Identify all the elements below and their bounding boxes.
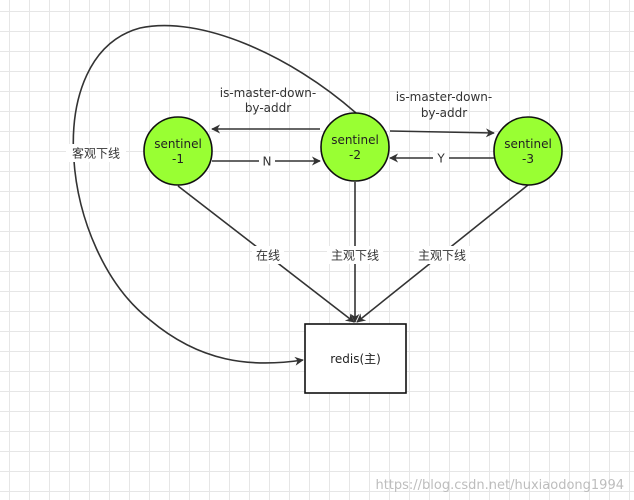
svg-text:在线: 在线: [256, 249, 280, 263]
svg-text:Y: Y: [436, 152, 445, 166]
svg-text:redis(主): redis(主): [330, 352, 381, 366]
svg-text:sentinel: sentinel: [504, 137, 552, 151]
edge-label-objective-down: 客观下线: [66, 144, 126, 162]
node-sentinel-2: sentinel -2: [320, 112, 390, 182]
edge-label-n: N: [259, 153, 275, 169]
svg-text:N: N: [263, 155, 272, 169]
edge-label-s2-s3-line1: is-master-down-: [396, 90, 493, 104]
svg-text:-2: -2: [349, 148, 361, 162]
edge-label-y: Y: [433, 150, 449, 166]
svg-text:-3: -3: [522, 152, 534, 166]
node-redis-master: redis(主): [304, 323, 407, 394]
edge-s2-to-s3: [389, 128, 495, 138]
edge-label-s2-s1-line2: by-addr: [245, 101, 291, 115]
edge-label-s2-subjective-down: 主观下线: [327, 246, 383, 264]
edge-loop-objective-down: [72, 24, 357, 366]
node-sentinel-3: sentinel -3: [493, 116, 563, 186]
svg-text:sentinel: sentinel: [331, 133, 379, 147]
svg-text:-1: -1: [172, 152, 184, 166]
node-sentinel-1: sentinel -1: [143, 116, 213, 186]
svg-text:客观下线: 客观下线: [72, 146, 120, 161]
edge-label-s3-subjective-down: 主观下线: [414, 246, 470, 264]
watermark: https://blog.csdn.net/huxiaodong1994: [375, 478, 624, 493]
svg-text:sentinel: sentinel: [154, 137, 202, 151]
svg-text:主观下线: 主观下线: [418, 249, 466, 263]
edge-label-s2-s3-line2: by-addr: [421, 106, 467, 120]
edge-label-online: 在线: [252, 246, 284, 264]
svg-text:主观下线: 主观下线: [331, 249, 379, 263]
edge-label-s2-s1-line1: is-master-down-: [220, 86, 317, 100]
